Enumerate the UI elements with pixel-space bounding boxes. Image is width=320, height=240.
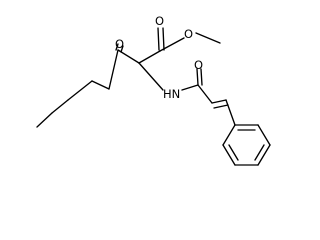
ring-inner-bond-3 (228, 144, 239, 161)
benzene-ring (222, 124, 271, 166)
bond-chain-3 (67, 80, 93, 101)
atom-label-ester-ether-o: O (184, 27, 193, 41)
bond-carbonyl-to-ether-o (159, 37, 185, 52)
bond-ether-o-to-methyl (195, 32, 221, 44)
bond-vinyl-double-a (211, 99, 227, 104)
ring-bond-5 (222, 144, 236, 166)
bond-amide-double-a (196, 68, 199, 86)
bond-vinyl-double-b (213, 104, 229, 109)
bond-carbonyl-double-b (162, 27, 165, 51)
cinnamoyl-amide-group (181, 68, 236, 126)
atom-label-amide-o: O (194, 58, 203, 72)
ring-bond-6 (222, 124, 236, 146)
atom-label-ester-carbonyl-o: O (155, 14, 164, 28)
bond-ketone-double-b (120, 45, 124, 53)
bond-amide-to-vinyl (197, 84, 213, 104)
bond-carbonyl-double-a (157, 27, 160, 51)
bond-alpha-to-ester-carbon (138, 50, 161, 64)
bond-ketone-double-a (115, 43, 119, 51)
bond-amide-double-b (200, 68, 203, 86)
methyl-ester-group (157, 27, 221, 52)
bond-vinyl-to-ring (225, 99, 236, 126)
bond-chain-5 (36, 112, 53, 128)
bond-nitrogen-to-amide-carbon (181, 84, 199, 91)
molecule-structure-diagram: O O O HN O (36, 14, 271, 166)
atom-label-amide-nitrogen: HN (163, 87, 180, 101)
ketone-group (115, 43, 140, 64)
atom-label-ketone-o: O (115, 37, 124, 51)
ring-bond-3 (257, 144, 271, 166)
bond-ketone-to-alpha (117, 49, 140, 64)
bond-chain-4 (51, 99, 69, 114)
ring-bond-2 (257, 124, 271, 146)
ring-inner-bond-2 (254, 144, 265, 161)
bond-chain-1 (108, 49, 119, 90)
bond-alpha-to-nitrogen (138, 62, 164, 91)
bond-chain-2 (91, 80, 110, 90)
hexyl-chain (36, 49, 119, 128)
